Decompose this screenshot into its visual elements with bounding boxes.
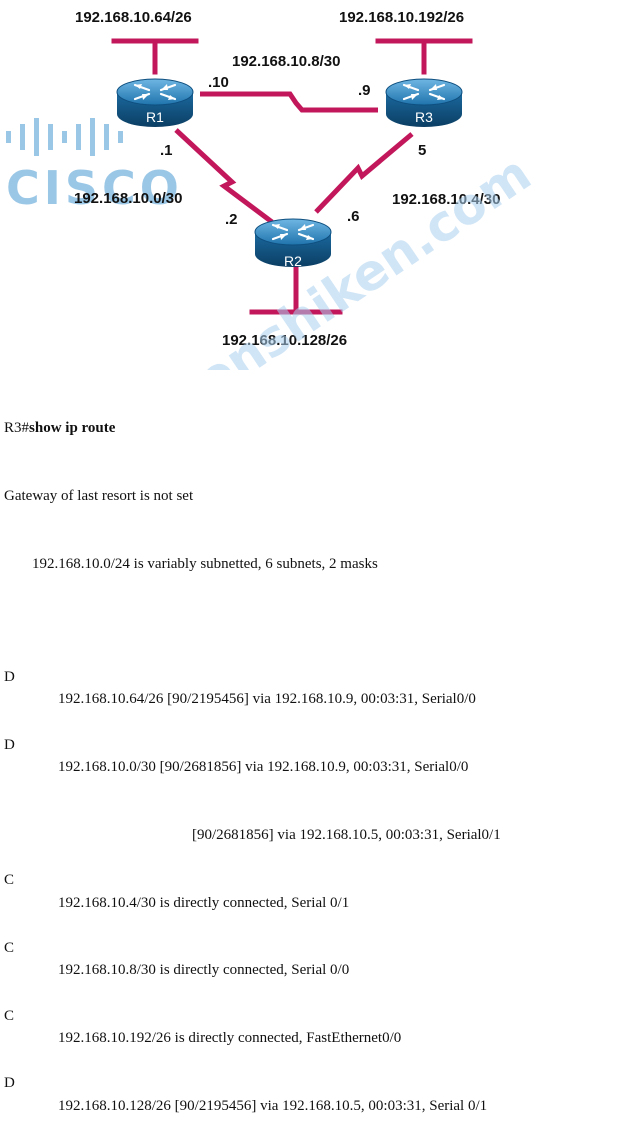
lan-segment-r3 [375,38,473,75]
route-text: 192.168.10.4/30 is directly connected, S… [58,894,350,911]
route-entry: C 192.168.10.8/30 is directly connected,… [4,914,620,979]
router-r2: R2 [253,217,333,269]
router-r3-label: R3 [415,109,433,125]
cisco-logo-text: CISCO [6,161,183,215]
router-r3: R3 [384,77,464,129]
cli-summary-line: 192.168.10.0/24 is variably subnetted, 6… [32,555,378,572]
serial-link-r1-r3 [200,91,378,113]
router-r1: R1 [115,77,195,129]
serial-label-r1-r2: 192.168.10.0/30 [74,190,182,207]
route-text: [90/2681856] via 192.168.10.5, 00:03:31,… [192,826,501,843]
route-text: 192.168.10.192/26 is directly connected,… [58,1030,402,1047]
cli-prompt: R3# [4,420,30,437]
cli-output: R3#show ip route Gateway of last resort … [4,372,620,1114]
route-code: C [4,872,15,889]
route-code: C [4,1007,15,1024]
route-entry: C 192.168.10.4/30 is directly connected,… [4,846,620,911]
route-text: 192.168.10.128/26 [90/2195456] via 192.1… [58,1098,488,1114]
lan-segment-r2 [249,263,343,315]
cli-command-line: R3#show ip route [4,417,620,440]
lan-label-r2: 192.168.10.128/26 [222,332,347,349]
route-entry: C 192.168.10.192/26 is directly connecte… [4,982,620,1047]
route-entry-continuation: [90/2681856] via 192.168.10.5, 00:03:31,… [4,779,620,843]
route-code: C [4,939,15,956]
route-entry: D 192.168.10.128/26 [90/2195456] via 192… [4,1050,620,1114]
lan-label-r3: 192.168.10.192/26 [339,9,464,26]
interface-label-r3-to-r2: 5 [418,142,426,159]
lan-segment-r1 [111,38,199,75]
route-entry: D 192.168.10.64/26 [90/2195456] via 192.… [4,643,620,708]
lan-label-r1: 192.168.10.64/26 [75,9,192,26]
interface-label-r2-to-r1: .2 [225,211,238,228]
cisco-logo: CISCO [6,118,183,215]
serial-link-r3-r2 [314,132,414,214]
router-r1-label: R1 [146,109,164,125]
route-text: 192.168.10.8/30 is directly connected, S… [58,962,350,979]
serial-label-r1-r3: 192.168.10.8/30 [232,53,340,70]
route-entry: D 192.168.10.0/30 [90/2681856] via 192.1… [4,711,620,776]
interface-label-r1-to-r3: .10 [208,74,229,91]
route-code: D [4,1075,15,1092]
serial-label-r3-r2: 192.168.10.4/30 [392,191,500,208]
cli-command: show ip route [29,420,116,437]
router-r2-label: R2 [284,253,302,269]
interface-label-r1-to-r2: .1 [160,142,173,159]
route-code: D [4,736,15,753]
network-topology-diagram: CISCO R1 R3 R2 192.168.10.64/26 192.168.… [6,9,541,370]
route-code: D [4,668,15,685]
interface-label-r2-to-r3: .6 [347,208,360,225]
route-text: 192.168.10.0/30 [90/2681856] via 192.168… [58,759,469,776]
cli-gateway-line: Gateway of last resort is not set [4,487,194,504]
serial-link-r1-r2 [174,128,274,224]
route-text: 192.168.10.64/26 [90/2195456] via 192.16… [58,691,476,708]
interface-label-r3-to-r1: .9 [358,82,371,99]
